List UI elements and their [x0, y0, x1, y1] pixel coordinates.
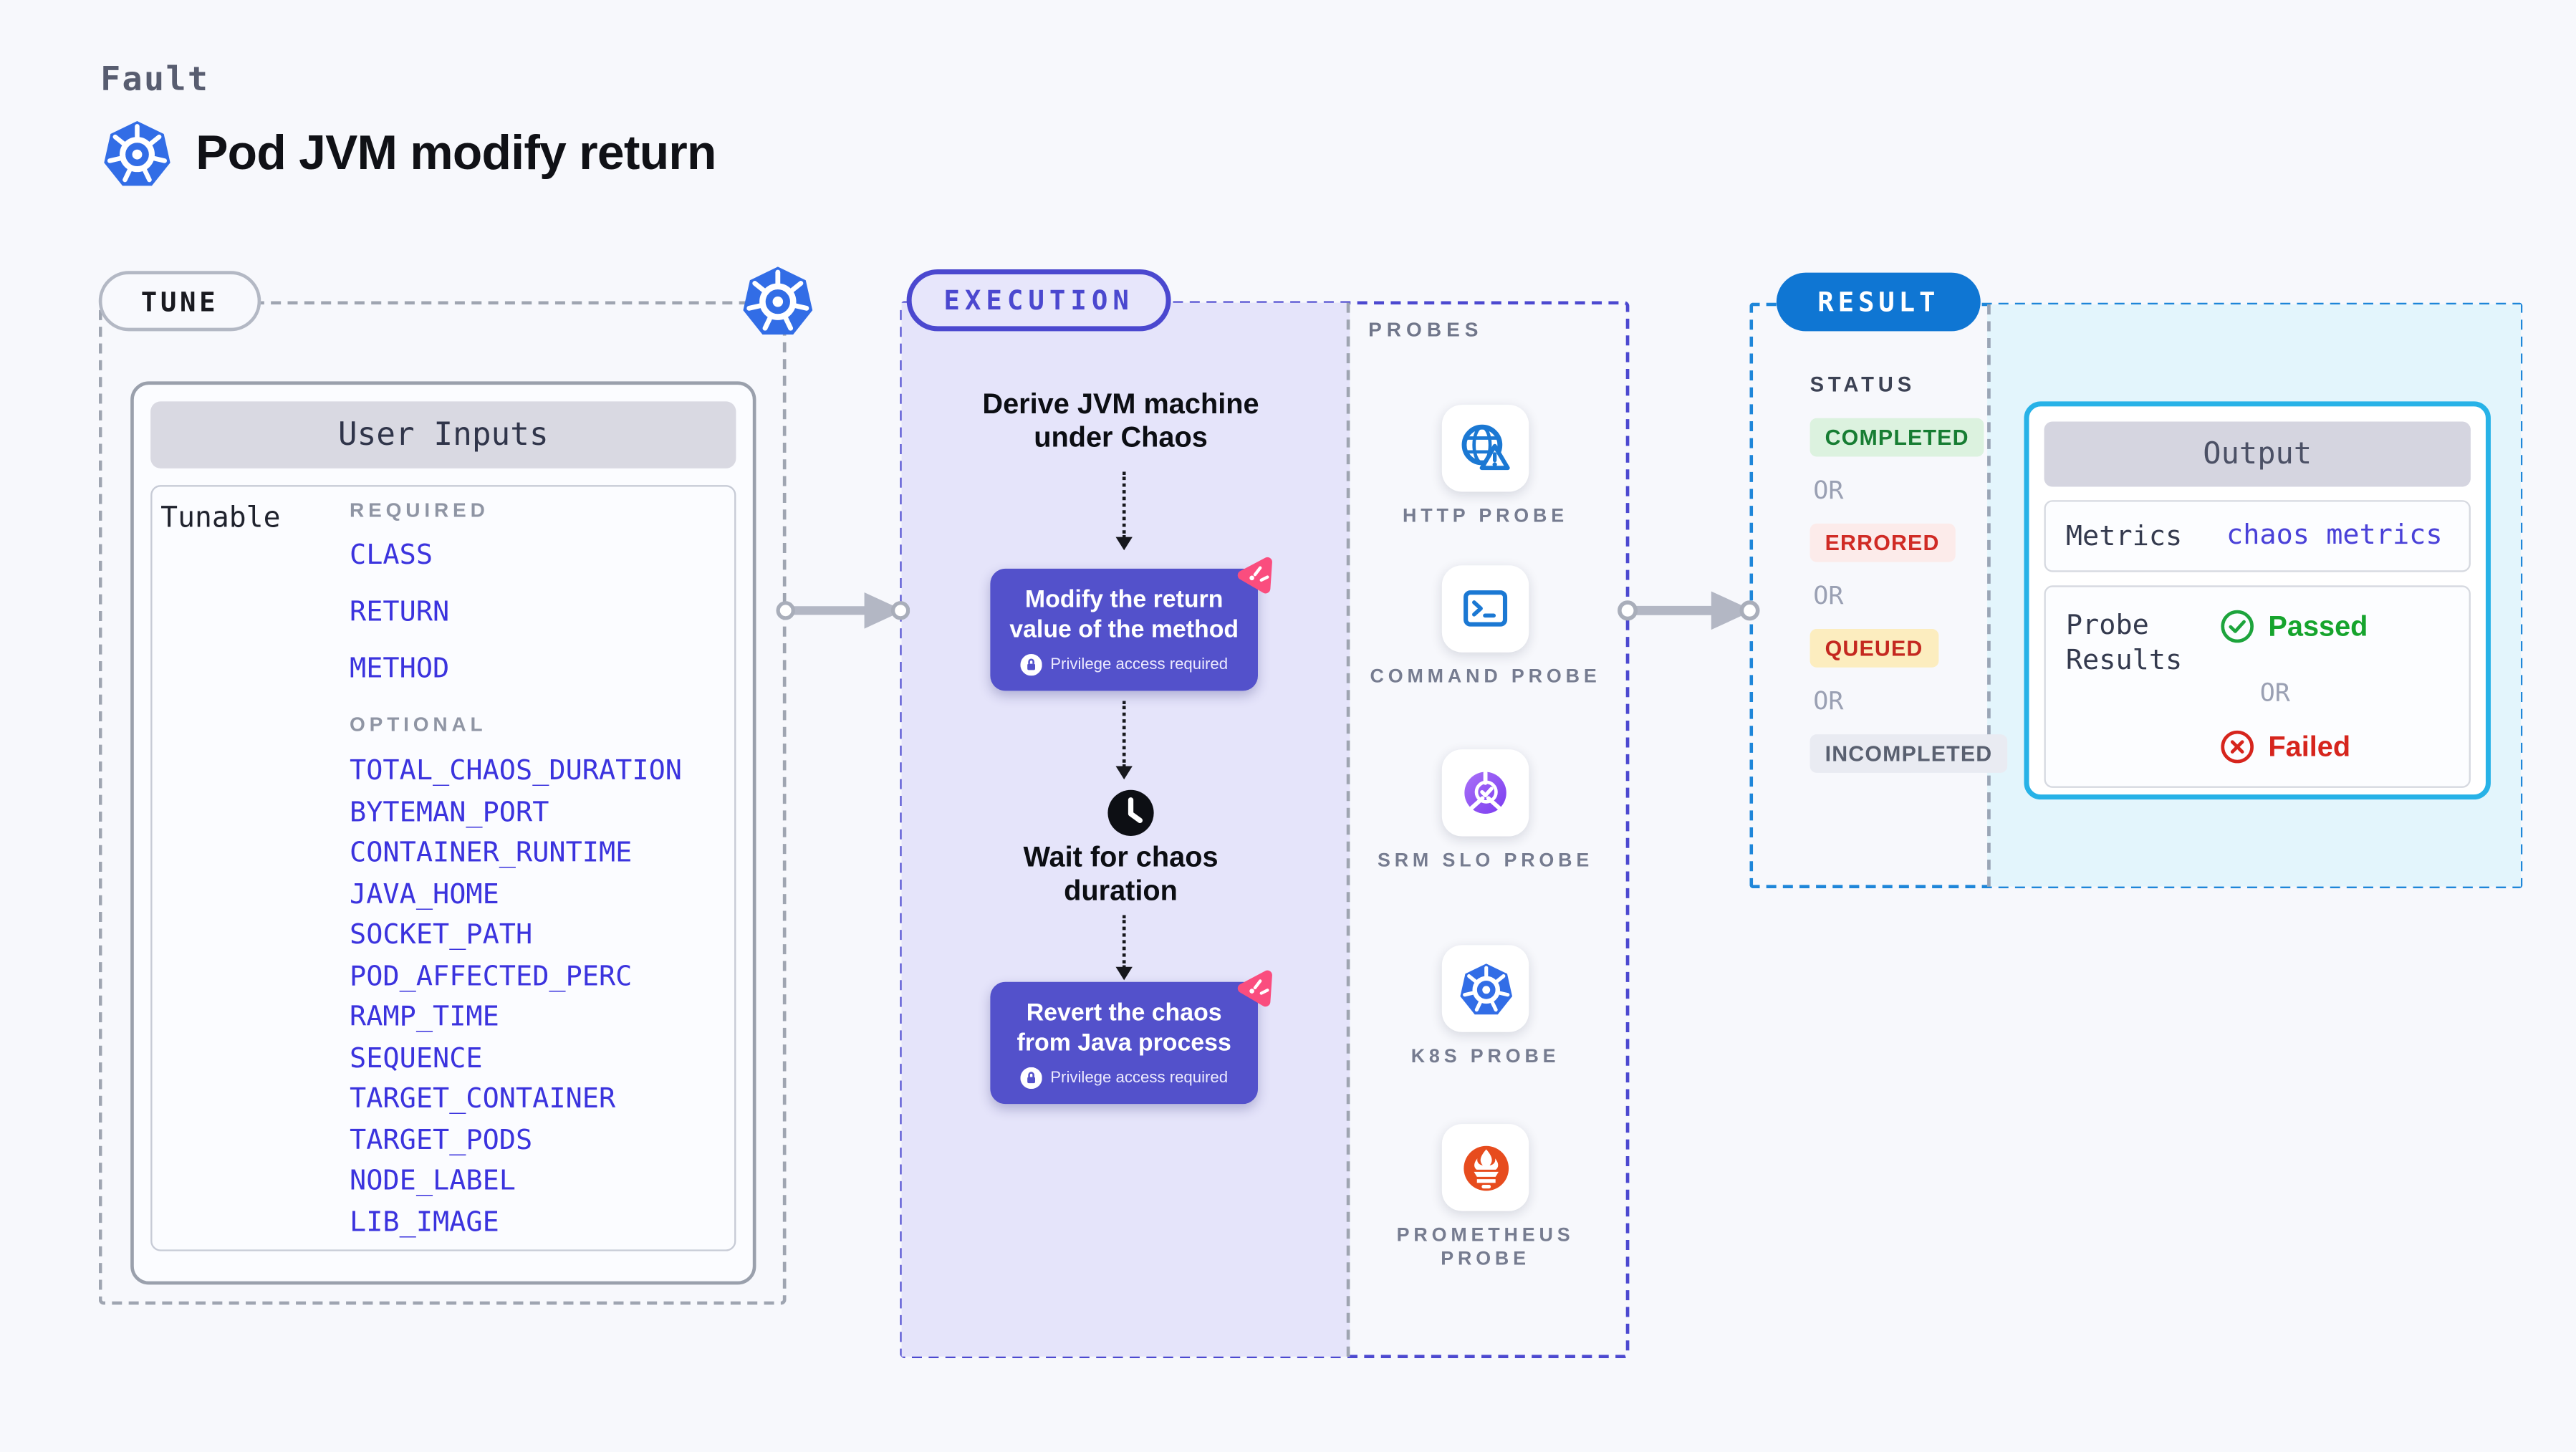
output-title: Output — [2044, 421, 2471, 487]
privilege-note: Privilege access required — [1020, 1067, 1228, 1088]
input-variable: CONTAINER_RUNTIME — [350, 836, 633, 868]
metrics-label: Metrics — [2065, 520, 2183, 552]
dotted-arrow-down-icon — [1115, 915, 1132, 981]
privilege-note-text: Privilege access required — [1050, 655, 1229, 673]
input-variables-list: CLASS RETURN METHOD OPTIONAL TOTAL_CHAOS… — [350, 539, 682, 1246]
kubernetes-icon — [102, 119, 172, 189]
input-variable: RETURN — [350, 595, 450, 628]
user-inputs-list-frame — [150, 485, 736, 1251]
globe-warning-icon — [1458, 421, 1512, 475]
input-variable: METHOD — [350, 652, 450, 685]
status-list: COMPLETED OR ERRORED OR QUEUED OR INCOMP… — [1810, 418, 2008, 773]
step-modify-return-label: Modify the return value of the method — [1009, 586, 1239, 643]
status-badge: COMPLETED — [1810, 418, 1984, 457]
privilege-note: Privilege access required — [1020, 653, 1228, 675]
kubernetes-icon — [741, 264, 814, 338]
kubernetes-icon — [1458, 961, 1513, 1016]
tune-badge: TUNE — [98, 271, 261, 332]
input-variable: SOCKET_PATH — [350, 918, 533, 951]
flow-arrow-right-icon — [1618, 585, 1759, 635]
status-badge: QUEUED — [1810, 628, 1938, 668]
flow-arrow-right-icon — [776, 585, 910, 635]
dotted-arrow-down-icon — [1115, 701, 1132, 780]
chaos-metrics-link[interactable]: chaos metrics — [2226, 518, 2443, 551]
dotted-arrow-down-icon — [1115, 471, 1132, 551]
probe-name: SRM SLO PROBE — [1377, 851, 1594, 872]
check-circle-icon — [2220, 609, 2255, 644]
input-variable: POD_AFFECTED_PERC — [350, 959, 633, 991]
prometheus-probe-card — [1441, 1124, 1529, 1211]
user-inputs-card: User Inputs Tunable REQUIRED CLASS RETUR… — [130, 381, 756, 1285]
tune-section — [98, 301, 787, 1305]
step-revert-chaos-label: Revert the chaos from Java process — [1017, 999, 1231, 1057]
or-separator: OR — [2259, 677, 2290, 708]
input-variable: TARGET_CONTAINER — [350, 1082, 616, 1115]
required-label: REQUIRED — [350, 498, 489, 522]
result-badge: RESULT — [1776, 272, 1981, 332]
tunable-label: Tunable — [160, 501, 281, 536]
execution-badge: EXECUTION — [906, 269, 1171, 332]
input-variable: TARGET_PODS — [350, 1123, 533, 1155]
input-variable: TOTAL_CHAOS_DURATION — [350, 754, 682, 787]
probe-name: HTTP PROBE — [1403, 506, 1569, 527]
probe-name: COMMAND PROBE — [1370, 667, 1601, 688]
page-title: Pod JVM modify return — [196, 127, 716, 181]
step-revert-chaos-box: Revert the chaos from Java process Privi… — [990, 981, 1258, 1105]
probe-results-row: Probe Results Passed OR Failed — [2044, 585, 2471, 788]
clock-icon — [1106, 788, 1156, 838]
x-circle-icon — [2220, 729, 2255, 764]
status-badge: INCOMPLETED — [1810, 734, 2008, 773]
srm-slo-probe-card — [1441, 749, 1529, 837]
prometheus-icon — [1459, 1142, 1511, 1193]
input-variable: RAMP_TIME — [350, 1000, 499, 1032]
failed-result: Failed — [2220, 729, 2350, 764]
input-variable: LIB_IMAGE — [350, 1205, 499, 1237]
probe-name: K8S PROBE — [1410, 1047, 1560, 1067]
litmus-chaos-icon — [1234, 967, 1278, 1011]
input-variable: BYTEMAN_PORT — [350, 795, 549, 827]
lock-icon — [1020, 653, 1042, 675]
failed-label: Failed — [2268, 730, 2351, 762]
input-variable: SEQUENCE — [350, 1041, 483, 1073]
input-variable: JAVA_HOME — [350, 877, 499, 910]
or-separator: OR — [1813, 475, 1844, 506]
privilege-note-text: Privilege access required — [1050, 1067, 1229, 1087]
terminal-icon — [1461, 584, 1511, 634]
fault-eyebrow: Fault — [100, 58, 210, 99]
status-badge: ERRORED — [1810, 523, 1955, 562]
or-separator: OR — [1813, 686, 1844, 716]
http-probe-card — [1441, 405, 1529, 492]
slo-donut-icon — [1461, 768, 1511, 818]
step-modify-return-box: Modify the return value of the method Pr… — [990, 568, 1258, 691]
step-derive-jvm: Derive JVM machine under Chaos — [982, 388, 1259, 453]
metrics-row: Metrics chaos metrics — [2044, 500, 2471, 572]
user-inputs-title: User Inputs — [150, 401, 736, 468]
optional-label: OPTIONAL — [350, 712, 487, 736]
litmus-chaos-icon — [1234, 554, 1278, 597]
probe-name: PROMETHEUS PROBE — [1396, 1226, 1575, 1270]
input-variable: CLASS — [350, 538, 433, 571]
or-separator: OR — [1813, 580, 1844, 611]
probe-results-label: Probe Results — [2065, 608, 2183, 676]
passed-result: Passed — [2220, 609, 2368, 644]
lock-icon — [1020, 1067, 1042, 1088]
output-card: Output Metrics chaos metrics Probe Resul… — [2024, 401, 2491, 800]
command-probe-card — [1441, 565, 1529, 653]
input-variable: NODE_LABEL — [350, 1164, 516, 1196]
passed-label: Passed — [2268, 610, 2368, 642]
step-wait-duration: Wait for chaos duration — [1023, 841, 1219, 906]
status-label: STATUS — [1810, 372, 1916, 397]
probes-label: PROBES — [1368, 317, 1484, 342]
k8s-probe-card — [1441, 945, 1529, 1032]
